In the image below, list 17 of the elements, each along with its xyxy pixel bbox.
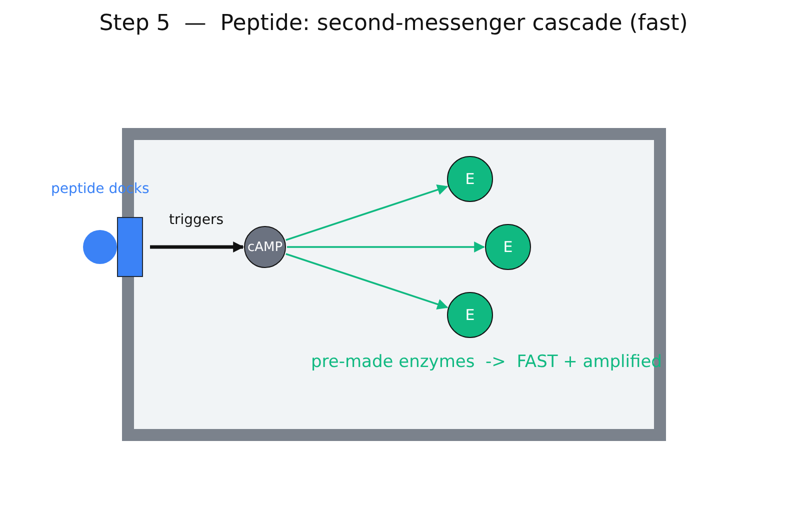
node-label: E [503, 238, 513, 256]
edge-label: triggers [169, 212, 224, 228]
peptide-circle [83, 230, 117, 264]
camp-circle [244, 226, 286, 268]
enzyme-circle [447, 156, 493, 202]
arrow [287, 242, 486, 252]
node-label: E [465, 306, 475, 324]
arrow [286, 253, 448, 310]
node-label: cAMP [247, 240, 283, 254]
note-text: pre-made enzymes -> FAST + amplified [311, 352, 662, 372]
enzyme-circle [447, 292, 493, 338]
enzyme-circle [485, 224, 531, 270]
arrow [150, 242, 244, 252]
diagram-title: Step 5 — Peptide: second-messenger cascade (fast) [98, 11, 689, 36]
arrow [286, 184, 448, 241]
node-label: E [465, 170, 475, 188]
receptor-bar [117, 217, 143, 277]
